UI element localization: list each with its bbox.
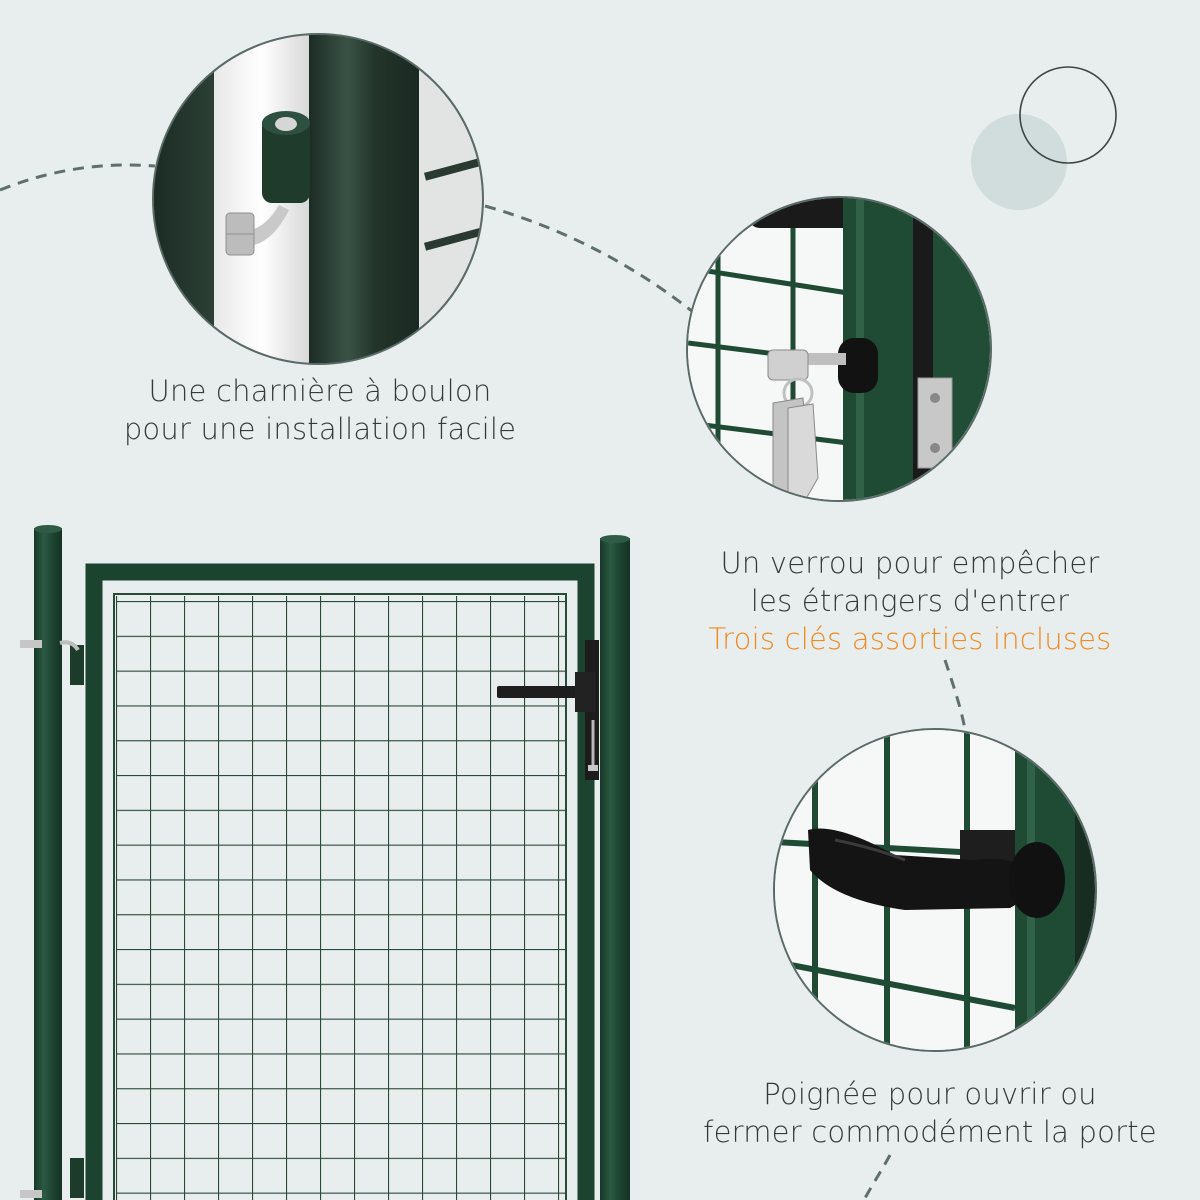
handle-closeup-image: [773, 728, 1097, 1052]
handle-caption-line-2: fermer commodément la porte: [703, 1115, 1157, 1149]
filled-circle-decor: [971, 114, 1067, 210]
lock-caption-line-1: Un verrou pour empêcher: [720, 546, 1100, 580]
handle-caption: Poignée pour ouvrir ou fermer commodémen…: [660, 1075, 1200, 1151]
connector-hinge-to-lock: [484, 204, 694, 314]
connector-handle-bottom: [862, 1154, 892, 1200]
hinge-closeup-image: [152, 33, 484, 365]
lock-caption: Un verrou pour empêcher les étrangers d'…: [660, 544, 1160, 658]
connector-lock-to-handle: [943, 659, 967, 731]
connector-left: [0, 163, 156, 192]
dashed-connectors: [0, 163, 967, 1200]
outline-circle-decor: [1019, 66, 1117, 164]
lock-illustration: [688, 198, 990, 500]
lock-closeup-image: [686, 196, 992, 502]
keys-included-highlight: Trois clés assorties incluses: [708, 622, 1112, 656]
lock-caption-line-2: les étrangers d'entrer: [750, 584, 1070, 618]
hinge-caption-line-1: Une charnière à boulon: [148, 374, 492, 408]
handle-illustration: [775, 730, 1095, 1050]
hinge-caption-line-2: pour une installation facile: [123, 412, 517, 446]
hinge-illustration: [154, 35, 482, 363]
hinge-caption: Une charnière à boulon pour une installa…: [100, 372, 540, 448]
handle-caption-line-1: Poignée pour ouvrir ou: [763, 1077, 1097, 1111]
